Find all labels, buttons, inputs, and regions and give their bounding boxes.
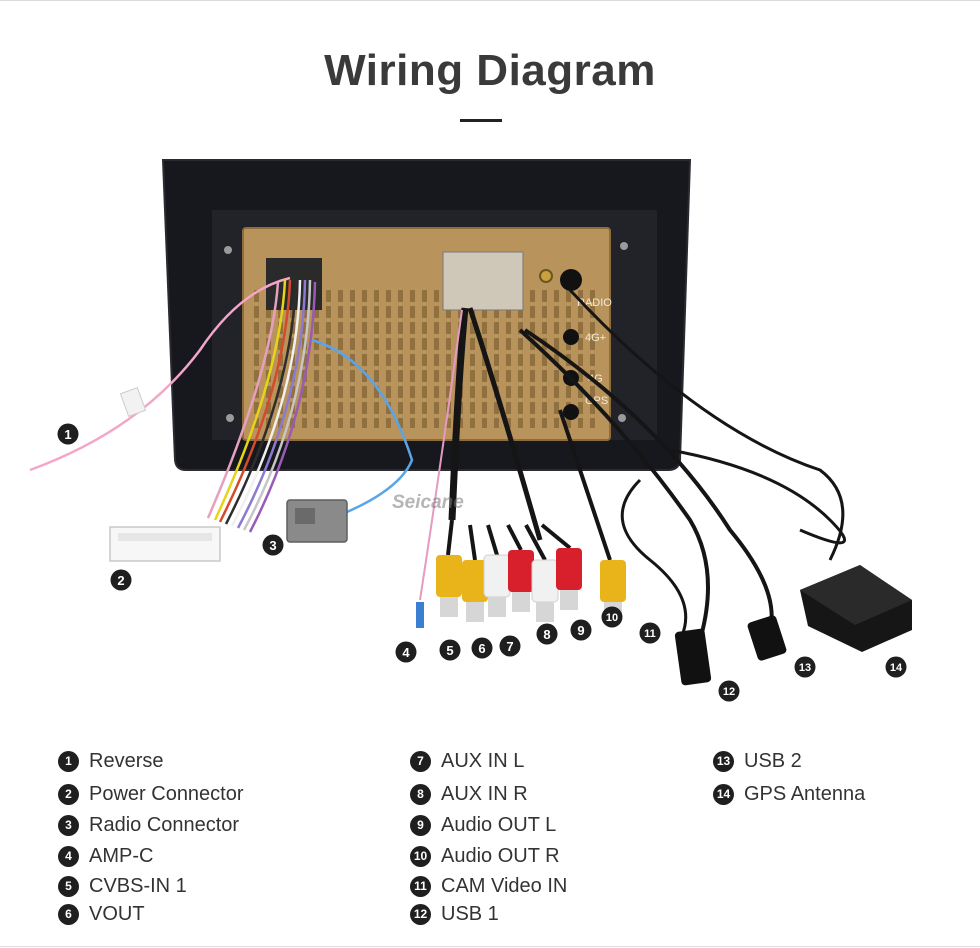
legend-number: 14	[713, 783, 734, 805]
legend-label: AUX IN R	[441, 782, 528, 805]
usb1-cable	[518, 328, 710, 641]
callout-1: 1	[57, 423, 79, 445]
title-underline	[460, 119, 502, 122]
legend-label: GPS Antenna	[744, 782, 866, 805]
callout-14: 14	[885, 656, 907, 678]
legend-number: 6	[58, 903, 79, 925]
callout-4: 4	[395, 641, 417, 663]
callout-9: 9	[570, 619, 592, 641]
legend-label: VOUT	[89, 902, 145, 925]
svg-text:13: 13	[799, 662, 811, 674]
svg-text:9: 9	[577, 623, 584, 638]
svg-text:10: 10	[606, 612, 618, 624]
legend-label: CAM Video IN	[441, 874, 568, 897]
legend-item-cam-video-in: 11 CAM Video IN	[410, 873, 567, 899]
callout-10: 10	[601, 606, 623, 628]
legend-number: 1	[58, 750, 79, 772]
reverse-wire	[29, 276, 291, 472]
legend-number: 3	[58, 814, 79, 836]
legend-label: AMP-C	[89, 844, 154, 867]
page-title: Wiring Diagram	[324, 46, 656, 95]
callout-5: 5	[439, 639, 461, 661]
4g-plus-port-label: 4G+	[585, 332, 606, 344]
callout-7: 7	[499, 635, 521, 657]
legend-label: USB 2	[744, 749, 802, 772]
legend-number: 12	[410, 903, 431, 925]
legend-number: 13	[713, 750, 734, 772]
legend-item-gps-antenna: 14 GPS Antenna	[713, 781, 865, 807]
callout-12: 12	[718, 680, 740, 702]
legend-item-cvbs-in-1: 5 CVBS-IN 1	[58, 873, 187, 899]
legend-item-usb-1: 12 USB 1	[410, 901, 499, 927]
legend-label: USB 1	[441, 902, 499, 925]
4g-port-label: 4G	[588, 373, 603, 385]
legend-item-reverse: 1 Reverse	[58, 748, 163, 774]
legend-label: Audio OUT L	[441, 813, 557, 836]
callout-3: 3	[262, 534, 284, 556]
legend-item-amp-c: 4 AMP-C	[58, 843, 153, 869]
rca-plugs	[436, 519, 582, 622]
svg-text:12: 12	[723, 686, 735, 698]
legend-item-audio-out-r: 10 Audio OUT R	[410, 843, 560, 869]
svg-text:11: 11	[644, 628, 656, 640]
radio-connector-detail	[295, 508, 315, 524]
legend-item-power-connector: 2 Power Connector	[58, 781, 244, 807]
power-connector-plug	[109, 526, 221, 562]
camera-cable	[558, 409, 612, 561]
callout-13: 13	[794, 656, 816, 678]
legend-number: 2	[58, 783, 79, 805]
legend-item-aux-in-l: 7 AUX IN L	[410, 748, 524, 774]
top-divider	[0, 0, 980, 1]
rca-bundle-cable	[448, 307, 469, 521]
svg-text:1: 1	[64, 427, 71, 442]
legend-number: 9	[410, 814, 431, 836]
svg-text:4: 4	[402, 645, 410, 660]
legend-label: CVBS-IN 1	[89, 874, 187, 897]
power-connector-detail	[118, 533, 212, 541]
svg-text:8: 8	[543, 627, 550, 642]
legend-label: AUX IN L	[441, 749, 525, 772]
svg-text:14: 14	[890, 662, 903, 674]
legend-number: 7	[410, 750, 431, 772]
svg-text:3: 3	[269, 538, 276, 553]
legend-label: Audio OUT R	[441, 844, 560, 867]
legend-number: 4	[58, 845, 79, 867]
usb2-cable	[523, 328, 774, 631]
svg-text:5: 5	[446, 643, 453, 658]
bottom-divider	[0, 946, 980, 947]
brand-watermark: Seicane	[392, 492, 464, 513]
svg-text:6: 6	[478, 641, 485, 656]
svg-text:2: 2	[117, 573, 124, 588]
legend-number: 8	[410, 783, 431, 805]
power-harness-wires	[206, 279, 317, 533]
amp-c-connector	[416, 602, 424, 628]
callout-8: 8	[536, 623, 558, 645]
legend-item-vout: 6 VOUT	[58, 901, 145, 927]
svg-text:7: 7	[506, 639, 513, 654]
reverse-wire-tag	[119, 387, 147, 417]
amp-c-wire	[419, 309, 463, 601]
radio-connector-wire	[311, 338, 414, 517]
legend-label: Reverse	[89, 749, 164, 772]
callout-11: 11	[639, 622, 661, 644]
legend-item-radio-connector: 3 Radio Connector	[58, 812, 239, 838]
legend-label: Radio Connector	[89, 813, 240, 836]
usb1-connector	[674, 628, 712, 686]
wiring-diagram-illustration: RADIO 4G+ 4G GPS	[29, 159, 912, 702]
callout-6: 6	[471, 637, 493, 659]
usb2-connector	[747, 615, 787, 661]
legend-label: Power Connector	[89, 782, 244, 805]
legend-number: 11	[410, 875, 431, 897]
camera-rca-plug	[600, 560, 626, 602]
callout-2: 2	[110, 569, 132, 591]
legend-item-aux-in-r: 8 AUX IN R	[410, 781, 528, 807]
gps-antenna-cable	[568, 288, 845, 561]
legend-item-usb-2: 13 USB 2	[713, 748, 802, 774]
legend-number: 5	[58, 875, 79, 897]
legend-item-audio-out-l: 9 Audio OUT L	[410, 812, 556, 838]
legend-number: 10	[410, 845, 431, 867]
callouts: 1 2 3 4 5 6 7 8 9 10 11 12 13 14	[57, 423, 907, 702]
back-panel	[224, 227, 628, 441]
